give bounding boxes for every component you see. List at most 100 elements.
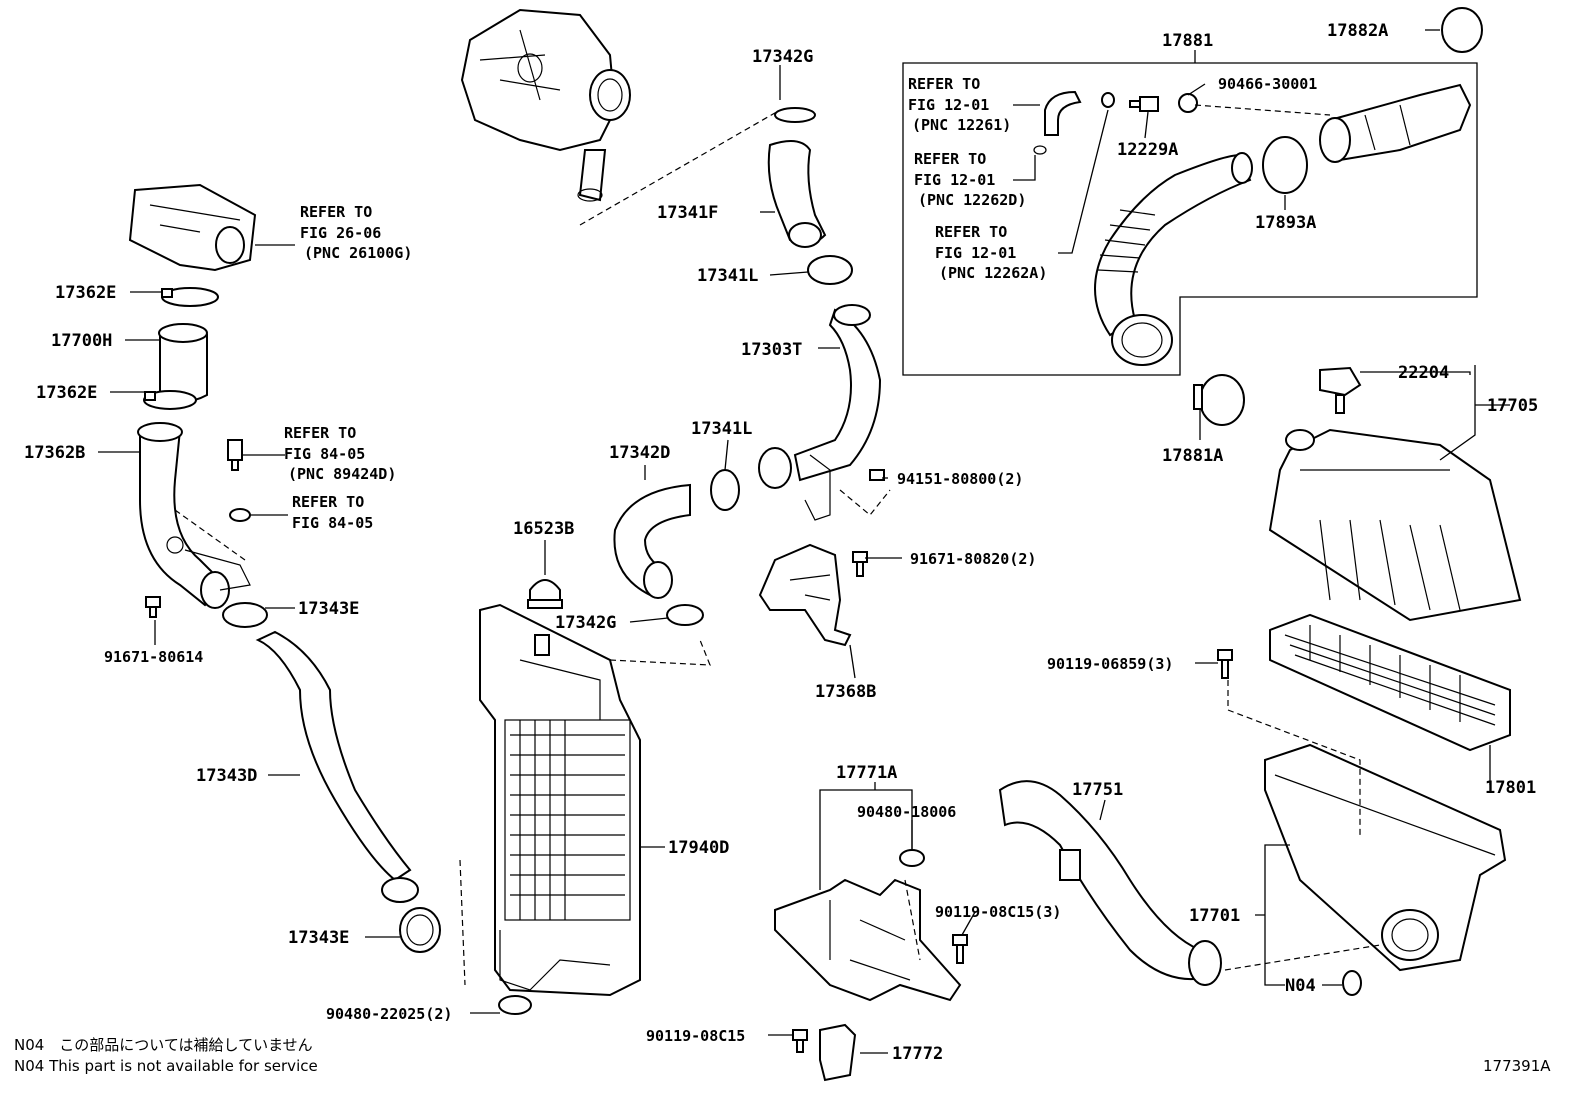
label-91671-80820: 91671-80820(2) — [910, 550, 1036, 568]
bolt-91671-80614-drawing — [145, 596, 161, 618]
clamp-17341L-top-drawing — [807, 255, 853, 285]
callout-labels: 17882A 17881 17342G 90466-30001 12229A 1… — [14, 21, 1551, 1075]
note-japanese: N04 この部品については補給していません — [14, 1036, 313, 1054]
label-90119-06859: 90119-06859(3) — [1047, 655, 1173, 673]
label-90119-08C15: 90119-08C15 — [646, 1027, 745, 1045]
bolt-91671-80820-drawing — [852, 551, 868, 577]
svg-text:REFER TO: REFER TO — [300, 203, 372, 221]
svg-text:REFER TO: REFER TO — [284, 424, 356, 442]
svg-text:(PNC 89424D): (PNC 89424D) — [288, 465, 396, 483]
leader-lines — [98, 29, 1510, 1054]
sensor-22204-drawing — [1319, 366, 1362, 414]
intercooler-17940D-drawing — [479, 603, 641, 997]
clamp-90466-drawing — [1178, 93, 1198, 113]
clamp-17341L-mid-drawing — [710, 469, 740, 511]
label-17343D: 17343D — [196, 766, 257, 786]
washer-drawing — [229, 508, 251, 522]
sensor-drawing — [227, 439, 243, 471]
svg-text:REFER TO: REFER TO — [914, 150, 986, 168]
figure-id: 177391A — [1483, 1057, 1551, 1075]
label-17701: 17701 — [1189, 906, 1240, 926]
svg-text:FIG 84-05: FIG 84-05 — [284, 445, 365, 463]
label-16523B: 16523B — [513, 519, 574, 539]
label-17771A: 17771A — [836, 763, 897, 783]
cap-16523B-drawing — [527, 579, 563, 609]
label-17882A: 17882A — [1327, 21, 1388, 41]
label-17772: 17772 — [892, 1044, 943, 1064]
air-cleaner-cap-17705-drawing — [1268, 428, 1522, 622]
air-cleaner-case-17701-drawing — [1264, 743, 1507, 972]
label-17801: 17801 — [1485, 778, 1536, 798]
clamp-17342G-mid-drawing — [666, 604, 704, 626]
svg-text:REFER TO: REFER TO — [292, 493, 364, 511]
label-90119-08C15-3: 90119-08C15(3) — [935, 903, 1061, 921]
refer-block-12262A: REFER TO FIG 12-01 (PNC 12262A) — [935, 223, 1047, 282]
clip-drawing — [1101, 92, 1115, 108]
label-17342G-top: 17342G — [752, 47, 813, 67]
label-N04: N04 — [1285, 976, 1316, 996]
clamp-17362E-bottom-drawing — [143, 390, 197, 410]
svg-text:(PNC 12261): (PNC 12261) — [912, 116, 1011, 134]
label-17341F: 17341F — [657, 203, 718, 223]
clamp-17342G-top-drawing — [774, 107, 816, 123]
dashed-lines — [174, 104, 1381, 986]
bracket-17771A-drawing — [774, 878, 962, 1002]
clamp-17882A-drawing — [1441, 7, 1483, 53]
svg-text:REFER TO: REFER TO — [935, 223, 1007, 241]
grommet-90480-22025-drawing — [498, 995, 532, 1015]
clamp-17343E-bottom-drawing — [399, 907, 441, 953]
clamp-17343E-top-drawing — [222, 602, 268, 628]
hose-17751-drawing — [998, 780, 1222, 986]
bolt-90119-08C15-drawing — [792, 1029, 808, 1053]
bolt-94151-drawing — [869, 469, 885, 481]
grommet-N04-drawing — [1342, 970, 1362, 996]
filter-17801-drawing — [1269, 613, 1511, 752]
label-17343E-top: 17343E — [298, 599, 359, 619]
label-17342G-mid: 17342G — [555, 613, 616, 633]
svg-text:FIG 26-06: FIG 26-06 — [300, 224, 381, 242]
refer-block-26100G: REFER TO FIG 26-06 (PNC 26100G) — [300, 203, 412, 262]
refer-block-12262D: REFER TO FIG 12-01 (PNC 12262D) — [914, 150, 1026, 209]
label-91671-80614: 91671-80614 — [104, 648, 203, 666]
svg-text:(PNC 12262A): (PNC 12262A) — [939, 264, 1047, 282]
label-22204: 22204 — [1398, 363, 1449, 383]
bolt-90119-06859-drawing — [1217, 649, 1233, 679]
label-17362B: 17362B — [24, 443, 85, 463]
label-17343E-bottom: 17343E — [288, 928, 349, 948]
refer-block-89424D: REFER TO FIG 84-05 (PNC 89424D) — [284, 424, 396, 483]
sleeve-17700H-drawing — [158, 323, 208, 403]
svg-text:FIG 12-01: FIG 12-01 — [914, 171, 995, 189]
refer-block-84-05: REFER TO FIG 84-05 — [292, 493, 373, 532]
label-17700H: 17700H — [51, 331, 112, 351]
label-17341L-mid: 17341L — [691, 419, 752, 439]
label-17341L-top: 17341L — [697, 266, 758, 286]
label-17362E-bottom: 17362E — [36, 383, 97, 403]
turbocharger-drawing — [460, 8, 631, 202]
refer-block-12261: REFER TO FIG 12-01 (PNC 12261) — [908, 75, 1011, 134]
label-17940D: 17940D — [668, 838, 729, 858]
label-94151-80800: 94151-80800(2) — [897, 470, 1023, 488]
label-12229A: 12229A — [1117, 140, 1178, 160]
label-17881A: 17881A — [1162, 446, 1223, 466]
label-90466-30001: 90466-30001 — [1218, 75, 1317, 93]
label-17751: 17751 — [1072, 780, 1123, 800]
label-17881: 17881 — [1162, 31, 1213, 51]
hose-17342D-drawing — [613, 483, 691, 599]
svg-text:FIG 12-01: FIG 12-01 — [908, 96, 989, 114]
label-17893A: 17893A — [1255, 213, 1316, 233]
label-17303T: 17303T — [741, 340, 802, 360]
air-hose-17881-drawing — [1094, 152, 1253, 366]
clamp-17362E-top-drawing — [161, 287, 219, 307]
clip-12262D-drawing — [1033, 145, 1047, 155]
svg-text:REFER TO: REFER TO — [908, 75, 980, 93]
resonator-drawing — [1319, 83, 1472, 163]
note-english: N04 This part is not available for servi… — [14, 1057, 318, 1075]
valve-12229A-drawing — [1129, 96, 1159, 112]
svg-text:FIG 84-05: FIG 84-05 — [292, 514, 373, 532]
clamp-17893A-drawing — [1262, 136, 1308, 194]
label-17705: 17705 — [1487, 396, 1538, 416]
bracket-17368B-drawing — [758, 543, 852, 647]
svg-text:FIG 12-01: FIG 12-01 — [935, 244, 1016, 262]
label-17342D: 17342D — [609, 443, 670, 463]
